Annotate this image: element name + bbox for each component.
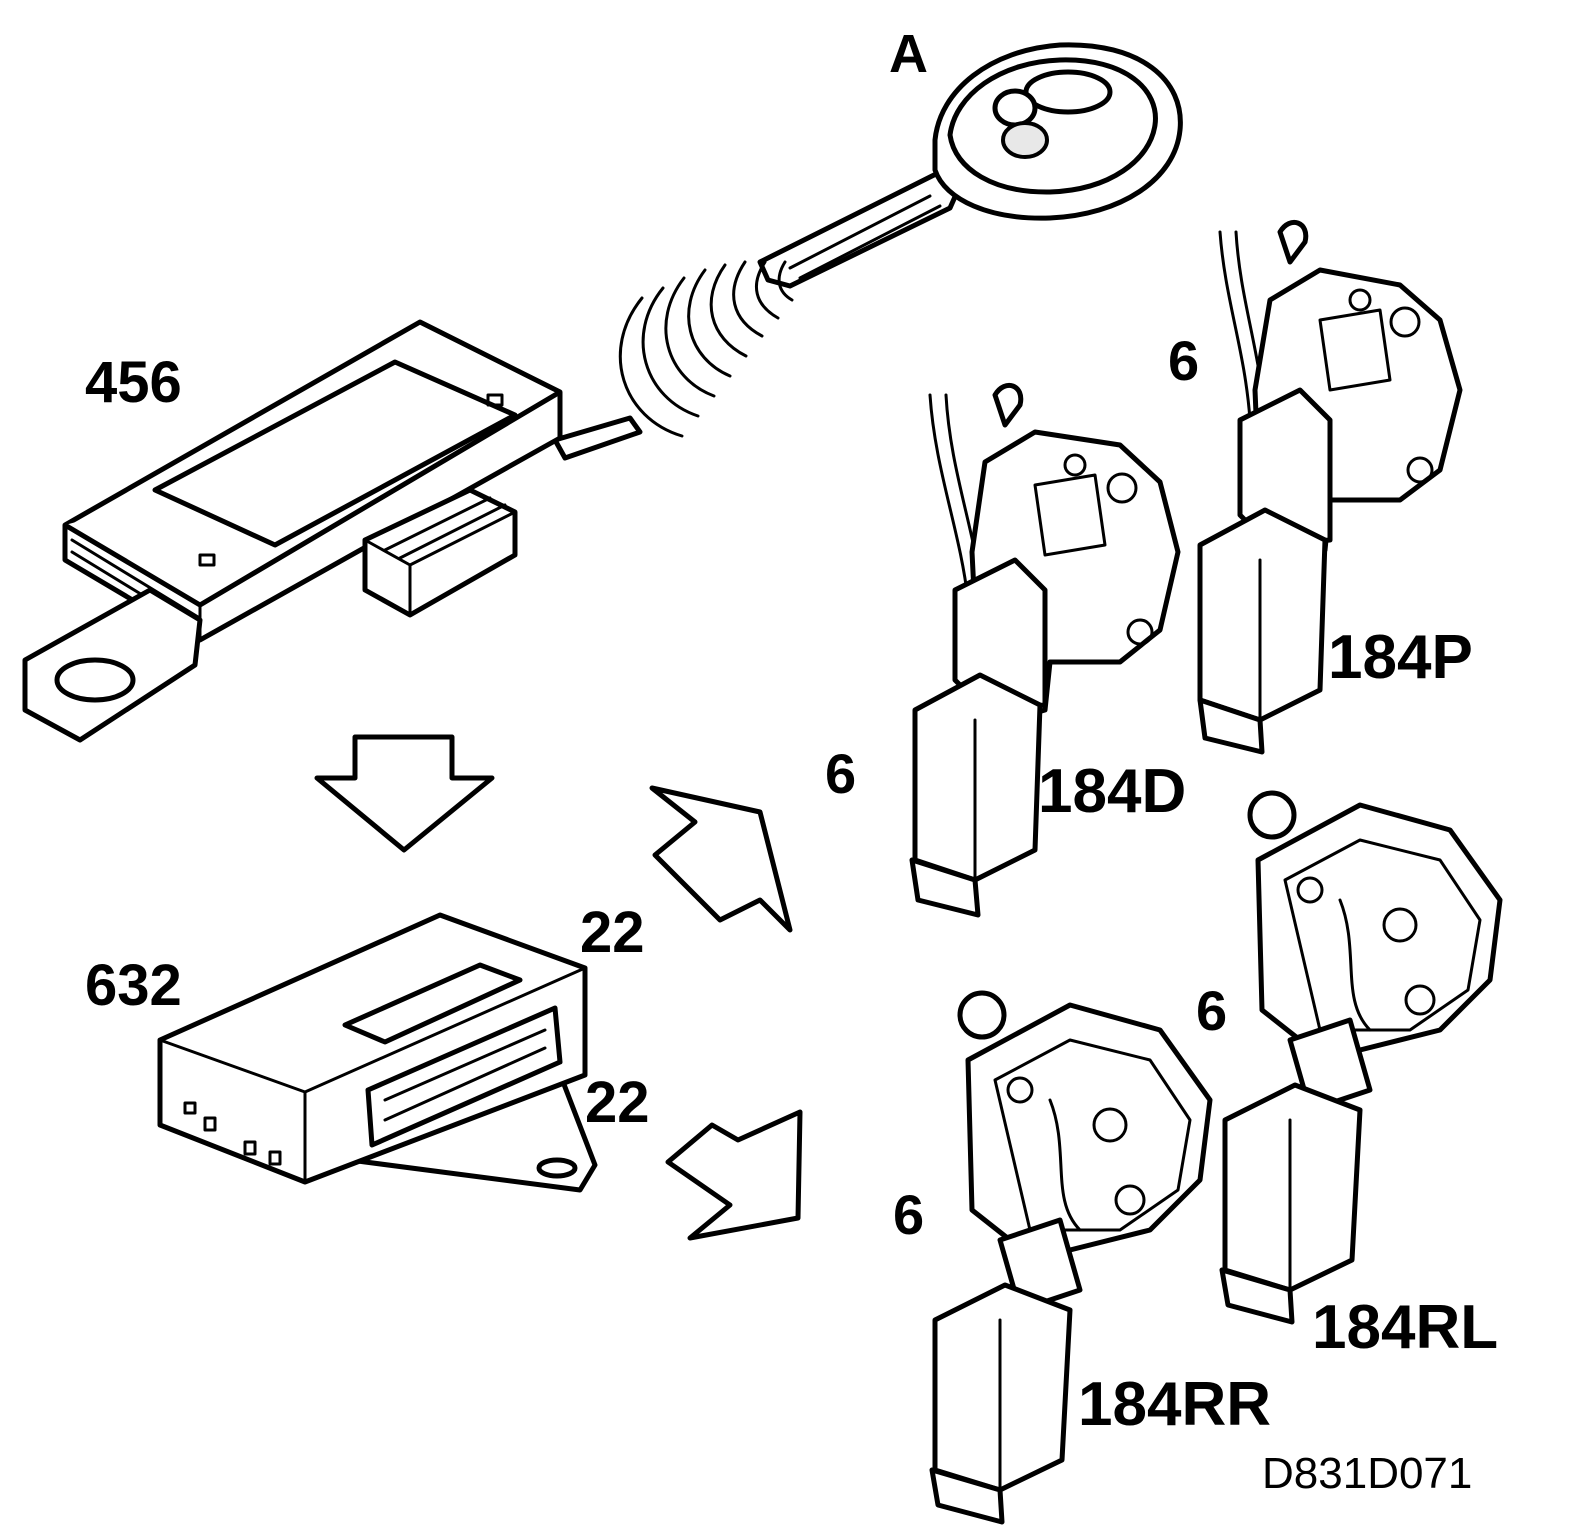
- control-module: [157, 912, 598, 1193]
- lock-front-driver: [909, 382, 1181, 918]
- label-bus-upper: 22: [580, 900, 645, 965]
- label-wire-front-driver: 6: [825, 742, 856, 805]
- lock-rear-right: [929, 990, 1213, 1525]
- key-fob: [757, 42, 1183, 289]
- down-arrow: [314, 734, 495, 853]
- arrow-down-right: [665, 1109, 803, 1241]
- label-control-module: 632: [85, 953, 182, 1018]
- label-lock-front-driver: 184D: [1038, 757, 1186, 826]
- figure-reference: D831D071: [1262, 1449, 1472, 1498]
- lock-rear-left: [1219, 790, 1503, 1325]
- arrow-up-right: [649, 785, 793, 933]
- label-lock-rear-right: 184RR: [1078, 1370, 1271, 1439]
- label-wire-rear-right: 6: [893, 1183, 924, 1246]
- label-wire-rear-left: 6: [1196, 979, 1227, 1042]
- label-lock-rear-left: 184RL: [1312, 1293, 1498, 1362]
- lock-front-passenger: [1197, 219, 1463, 755]
- label-key-fob: A: [889, 24, 928, 84]
- label-wire-front-passenger: 6: [1168, 329, 1199, 392]
- radio-waves: [618, 260, 794, 438]
- label-bus-lower: 22: [585, 1070, 650, 1135]
- receiver-module: [22, 319, 643, 743]
- label-receiver-module: 456: [85, 350, 182, 415]
- label-lock-front-passenger: 184P: [1328, 623, 1473, 692]
